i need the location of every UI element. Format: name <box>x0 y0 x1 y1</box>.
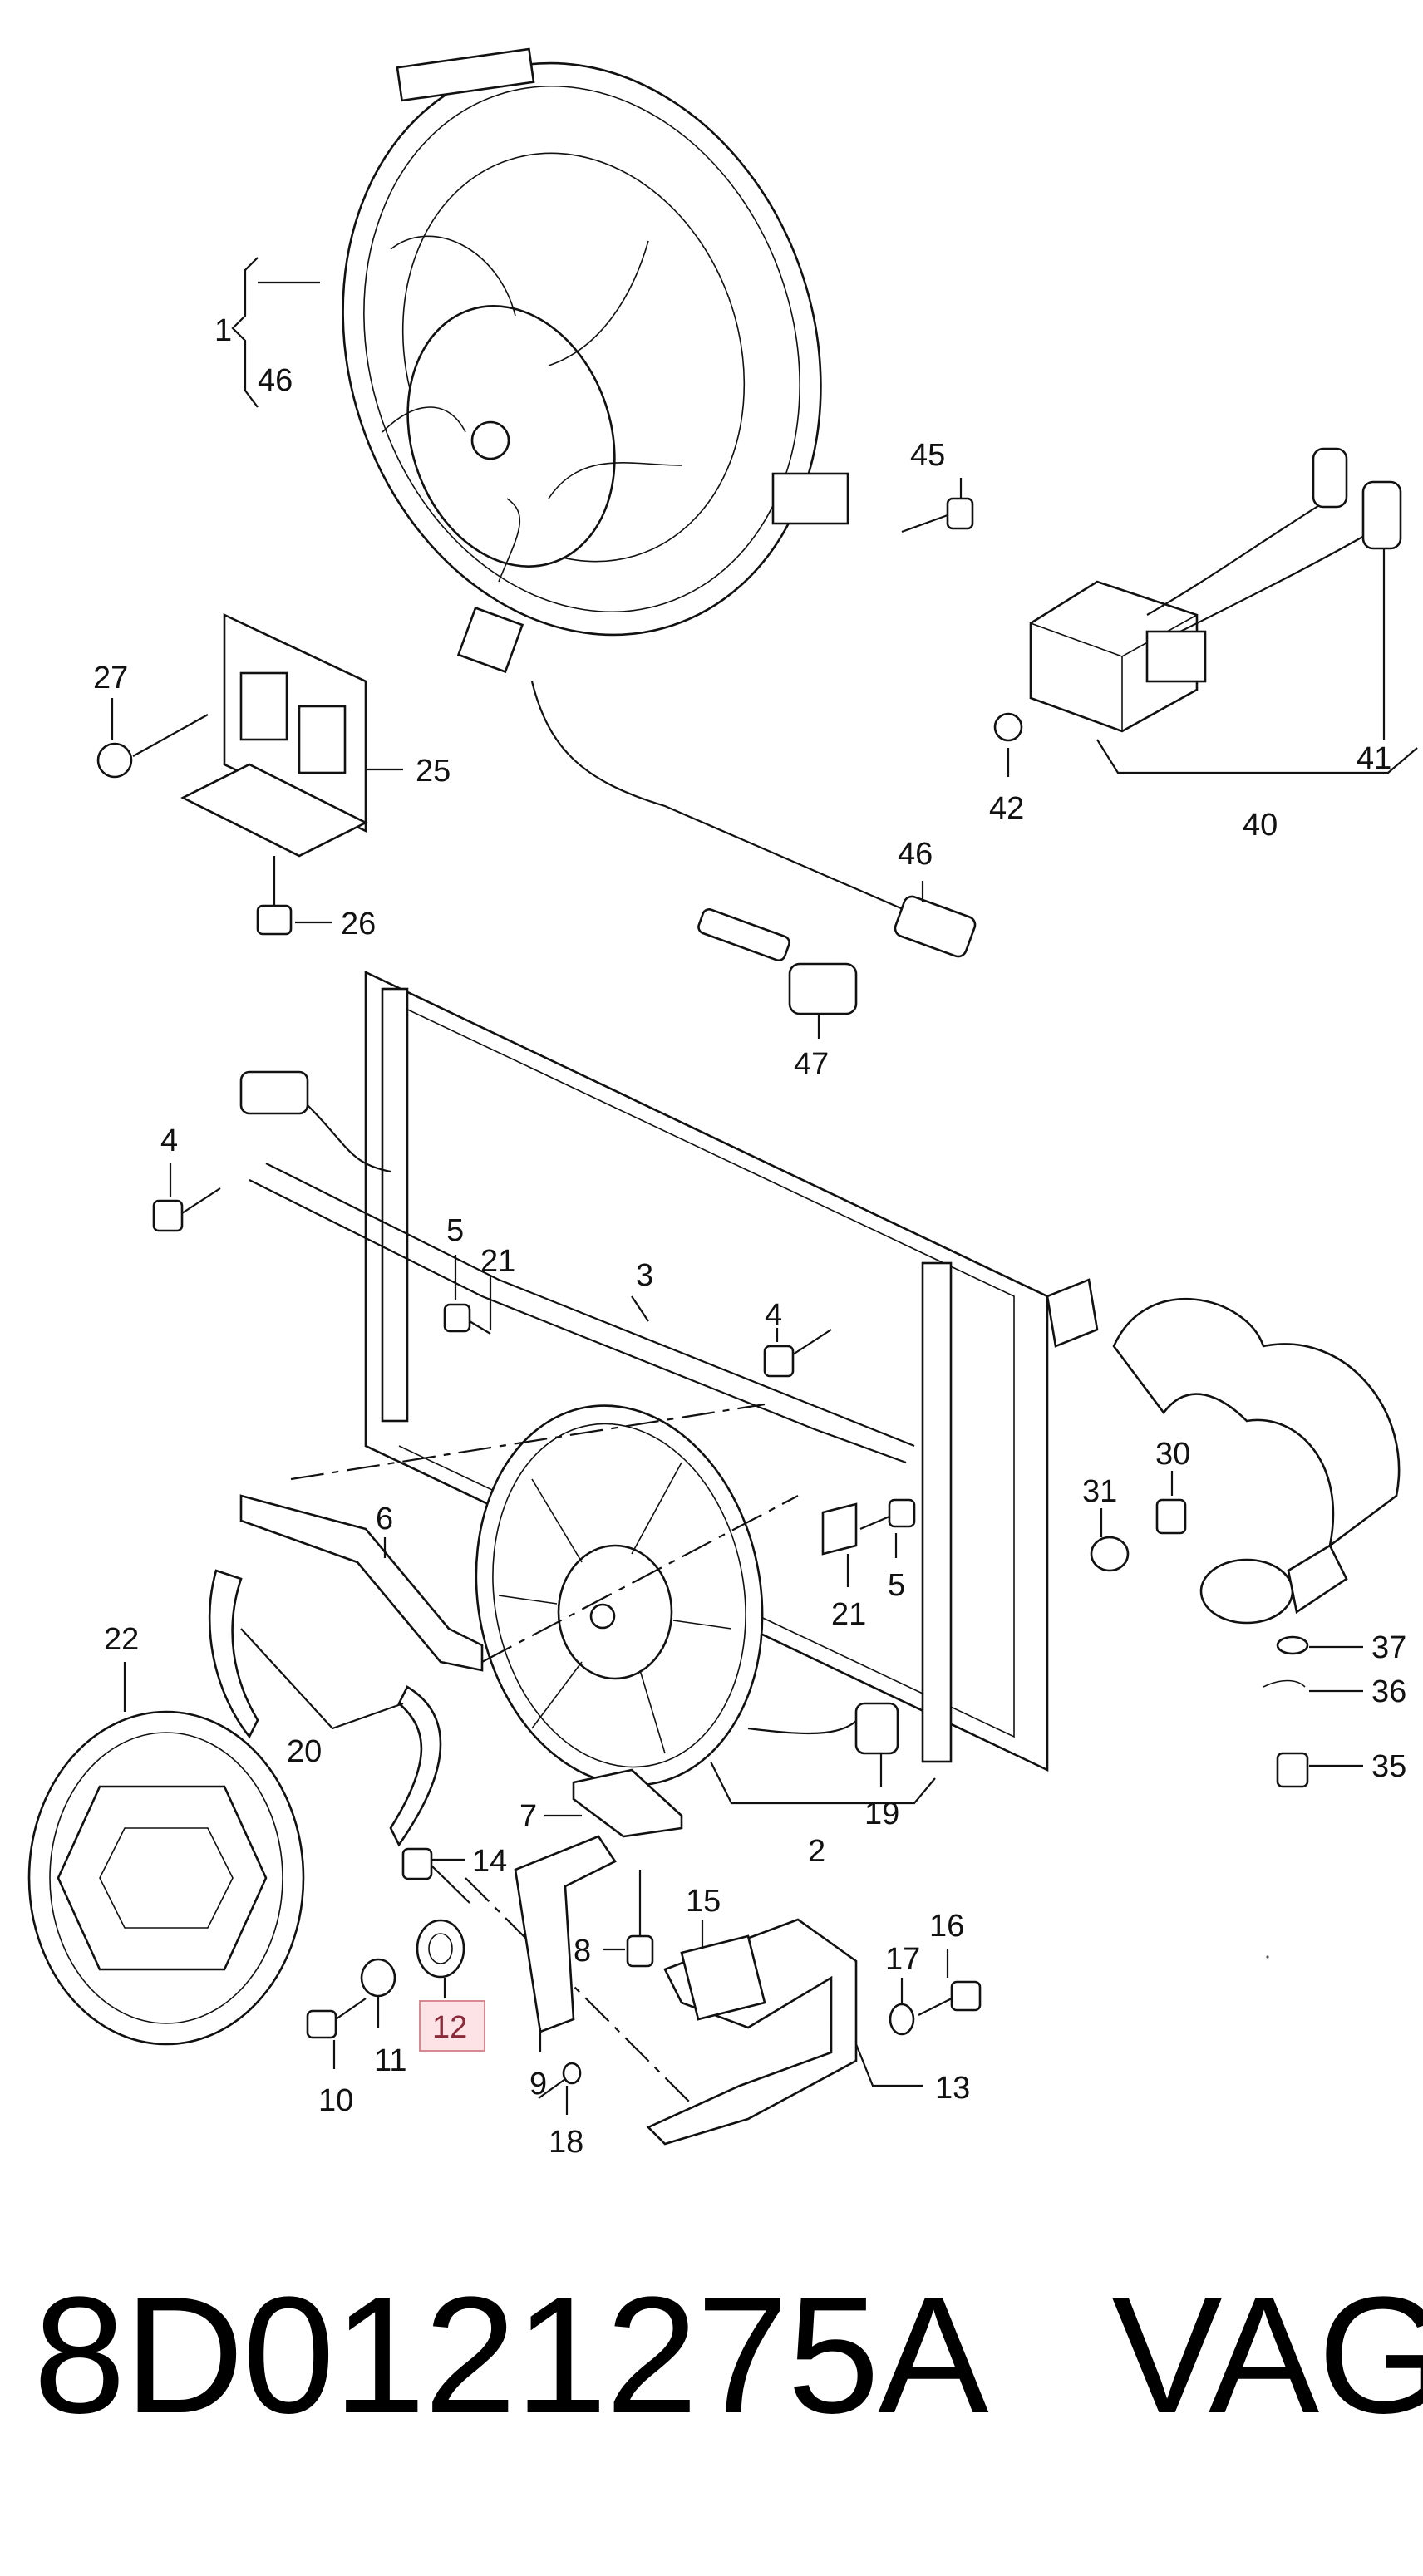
callout-4-right: 4 <box>765 1298 782 1333</box>
callout-13: 13 <box>935 2071 970 2106</box>
screw-5-right <box>821 1498 916 1556</box>
bolt-8 <box>626 1870 654 1968</box>
callout-21-right: 21 <box>831 1597 866 1632</box>
bracket-9 <box>514 1835 617 2033</box>
coolant-hose <box>1090 1297 1401 1788</box>
washer-17 <box>889 2003 915 2036</box>
fan-shroud-22 <box>27 1710 305 2046</box>
bolt-16 <box>918 1980 982 2016</box>
callout-17: 17 <box>885 1942 920 1977</box>
callout-27: 27 <box>93 661 128 696</box>
fan-control-unit <box>993 447 1402 742</box>
callout-40: 40 <box>1243 808 1278 843</box>
auxiliary-fan <box>475 1404 899 1787</box>
callout-25: 25 <box>416 754 451 789</box>
bolt-4-right <box>763 1328 832 1378</box>
radiator <box>239 970 1099 1772</box>
brand: VAG <box>1111 2263 1423 2448</box>
callout-3: 3 <box>636 1258 653 1293</box>
callout-2: 2 <box>808 1834 825 1869</box>
part-number-caption: 8D0121275A VAG <box>33 2273 1423 2439</box>
callout-16: 16 <box>929 1909 964 1944</box>
callout-30: 30 <box>1155 1437 1190 1472</box>
pin-18 <box>538 2062 582 2099</box>
callout-42: 42 <box>989 791 1024 826</box>
stray-dot <box>1266 1955 1269 1959</box>
callout-12: 12 <box>432 2010 467 2045</box>
callout-37: 37 <box>1371 1630 1406 1665</box>
alignment-line <box>481 1495 799 1663</box>
bracket-15-13 <box>646 1918 858 2146</box>
callout-19: 19 <box>864 1797 899 1831</box>
callout-46-top: 46 <box>258 363 293 398</box>
callout-47: 47 <box>794 1047 829 1082</box>
upper-fan-assembly <box>342 47 915 916</box>
part-number: 8D0121275A <box>33 2263 980 2448</box>
highlight-box-12 <box>419 2000 485 2052</box>
alignment-line <box>290 1403 766 1481</box>
callout-14: 14 <box>472 1844 507 1879</box>
callout-45: 45 <box>910 438 945 473</box>
caption-gap <box>978 2263 1112 2448</box>
alignment-line <box>465 1877 716 2128</box>
callout-46-connector: 46 <box>898 837 933 872</box>
callout-36: 36 <box>1371 1674 1406 1709</box>
callout-1: 1 <box>214 313 232 348</box>
callout-31: 31 <box>1082 1474 1117 1509</box>
callout-21-left: 21 <box>480 1244 515 1279</box>
resistor-plate <box>96 612 368 936</box>
callout-8: 8 <box>574 1934 591 1969</box>
bracket-1-46 <box>231 257 259 408</box>
callout-18: 18 <box>549 2125 583 2160</box>
callout-9: 9 <box>529 2067 547 2102</box>
screw-5-left <box>443 1303 491 1335</box>
bracket-6 <box>239 1494 484 1672</box>
rubber-mount-12 <box>416 1919 465 1979</box>
callout-22: 22 <box>104 1622 139 1657</box>
bolt-14 <box>401 1847 470 1904</box>
bolt-4-left <box>152 1163 221 1232</box>
connector-46-47 <box>697 895 977 1015</box>
callout-41: 41 <box>1357 741 1391 776</box>
callout-4-left: 4 <box>160 1123 178 1158</box>
callout-11: 11 <box>374 2043 406 2078</box>
seal-strips-20 <box>208 1569 442 1847</box>
callout-15: 15 <box>686 1884 721 1919</box>
callout-35: 35 <box>1371 1749 1406 1784</box>
callout-7: 7 <box>519 1799 537 1834</box>
spacer-11 <box>360 1958 396 1998</box>
bracket-7 <box>572 1768 683 1838</box>
bolt-10 <box>306 1998 367 2039</box>
callout-5-right: 5 <box>888 1568 905 1603</box>
callout-26: 26 <box>341 907 376 941</box>
callout-10: 10 <box>318 2083 353 2118</box>
callout-5-left: 5 <box>446 1213 464 1248</box>
callout-6: 6 <box>376 1502 393 1536</box>
callout-20: 20 <box>287 1734 322 1769</box>
bolt-45 <box>901 478 974 533</box>
